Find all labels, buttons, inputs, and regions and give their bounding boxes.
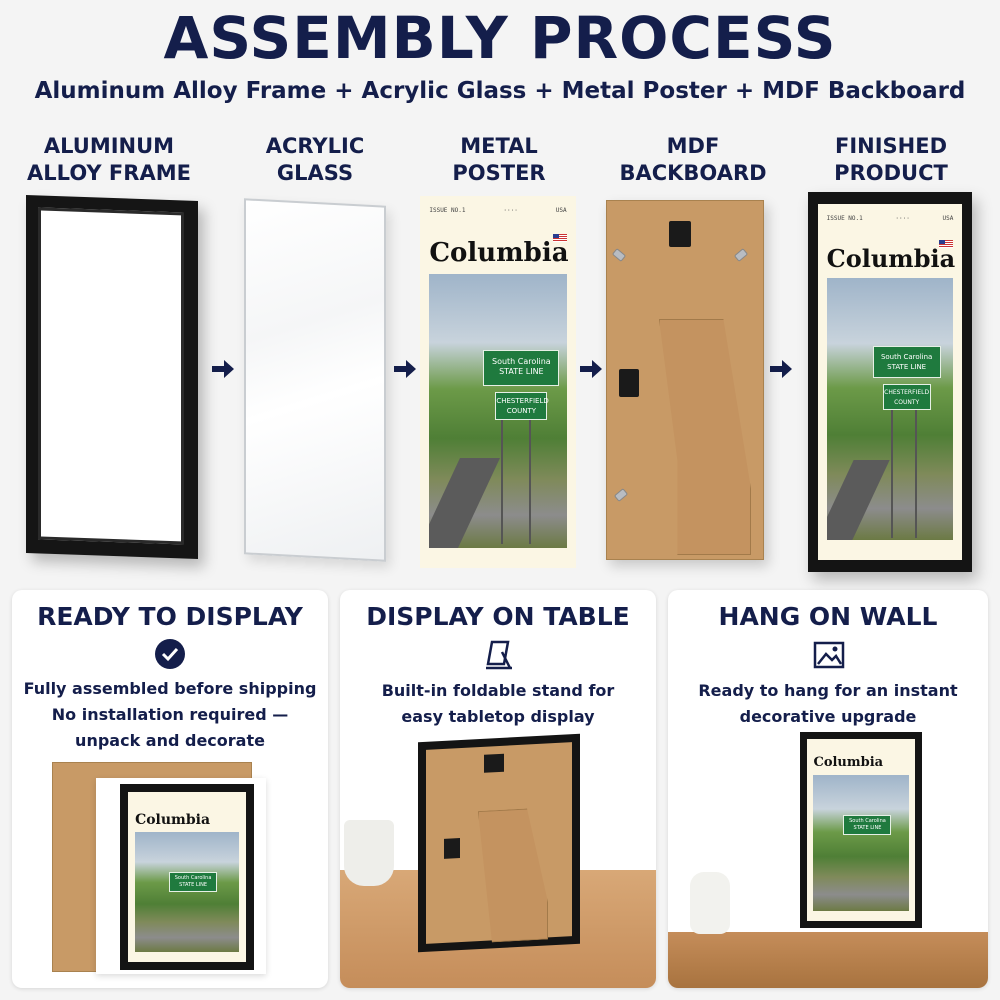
card-ready-to-display: READY TO DISPLAY Fully assembled before … [12, 590, 328, 988]
road-sign: South Carolina STATE LINE [483, 350, 560, 386]
step-label-frame: ALUMINUM ALLOY FRAME [14, 133, 204, 187]
page-title: ASSEMBLY PROCESS [163, 4, 837, 72]
poster-photo: South Carolina STATE LINE [813, 775, 909, 911]
vase [690, 872, 730, 934]
finished-product-image: ISSUE NO.1····USA Columbia South Carolin… [808, 192, 972, 572]
poster-city: Columbia [135, 812, 211, 828]
foldable-stand [478, 807, 548, 943]
step-label-line: ALUMINUM [43, 134, 175, 158]
step-label-line: GLASS [276, 161, 354, 185]
hanger-icon [484, 753, 504, 773]
acrylic-glass-image [244, 198, 386, 562]
boxed-frame-image: Columbia South Carolina STATE LINE [120, 784, 254, 970]
easel-stand-icon [486, 640, 512, 670]
hanger-icon [444, 838, 460, 859]
foldable-stand [659, 319, 751, 555]
card-description: Fully assembled before shipping No insta… [23, 679, 317, 750]
sideboard [668, 932, 988, 988]
aluminum-frame-image [26, 194, 198, 560]
card-title: HANG ON WALL [718, 602, 938, 631]
step-label-line: POSTER [452, 161, 546, 185]
hanger-icon [669, 221, 691, 247]
card-display-on-table: DISPLAY ON TABLE Built-in foldable stand… [340, 590, 656, 988]
clip-icon [611, 248, 627, 262]
county-sign: CHESTERFIELD COUNTY [882, 384, 931, 410]
arrow-right-icon [212, 360, 234, 378]
mdf-back [426, 742, 572, 944]
metal-poster-image: ISSUE NO.1····USA Columbia South Carolin… [420, 196, 576, 568]
step-label-line: ACRYLIC [265, 134, 365, 158]
road-sign: South Carolina STATE LINE [843, 815, 892, 835]
wall-frame-image: Columbia South Carolina STATE LINE [800, 732, 922, 928]
step-label-mdf: MDF BACKBOARD [598, 133, 788, 187]
step-label-finished: FINISHED PRODUCT [796, 133, 986, 187]
poster-topline: ISSUE NO.1····USA [429, 207, 567, 215]
step-label-line: FINISHED [834, 134, 948, 158]
plant-pot [344, 820, 394, 886]
mdf-backboard-image [606, 200, 764, 560]
card-description: Ready to hang for an instant decorative … [698, 681, 958, 726]
road-sign: South Carolina STATE LINE [169, 872, 218, 892]
step-label-line: MDF [666, 134, 720, 158]
flag-icon [939, 240, 954, 248]
card-title: READY TO DISPLAY [37, 602, 303, 631]
step-label-line: PRODUCT [834, 161, 948, 185]
poster-city: Columbia [813, 755, 884, 770]
step-label-line: ALLOY FRAME [27, 161, 191, 185]
picture-icon [813, 641, 845, 669]
card-title: DISPLAY ON TABLE [366, 602, 630, 631]
arrow-right-icon [394, 360, 416, 378]
poster-photo: South Carolina STATE LINE CHESTERFIELD C… [429, 274, 567, 548]
poster-photo: South Carolina STATE LINE CHESTERFIELD C… [826, 278, 954, 540]
county-sign: CHESTERFIELD COUNTY [495, 392, 549, 420]
step-label-line: BACKBOARD [619, 161, 767, 185]
step-label-acrylic: ACRYLIC GLASS [220, 133, 410, 187]
page-subtitle: Aluminum Alloy Frame + Acrylic Glass + M… [34, 78, 966, 104]
check-circle-icon [155, 639, 185, 669]
road-sign: South Carolina STATE LINE [872, 346, 941, 378]
card-hang-on-wall: HANG ON WALL Ready to hang for an instan… [668, 590, 988, 988]
flag-icon [552, 234, 567, 242]
tabletop-frame-image [418, 733, 580, 953]
step-label-line: METAL [460, 134, 538, 158]
card-description: Built-in foldable stand for easy tableto… [381, 681, 615, 726]
arrow-right-icon [580, 360, 602, 378]
poster-city: Columbia [826, 244, 956, 273]
clip-icon [733, 248, 749, 262]
step-label-poster: METAL POSTER [404, 133, 594, 187]
poster-photo: South Carolina STATE LINE [135, 832, 239, 952]
arrow-right-icon [770, 360, 792, 378]
poster-city: Columbia [429, 238, 569, 268]
clip-icon [613, 488, 629, 502]
hanger-icon [619, 369, 639, 397]
